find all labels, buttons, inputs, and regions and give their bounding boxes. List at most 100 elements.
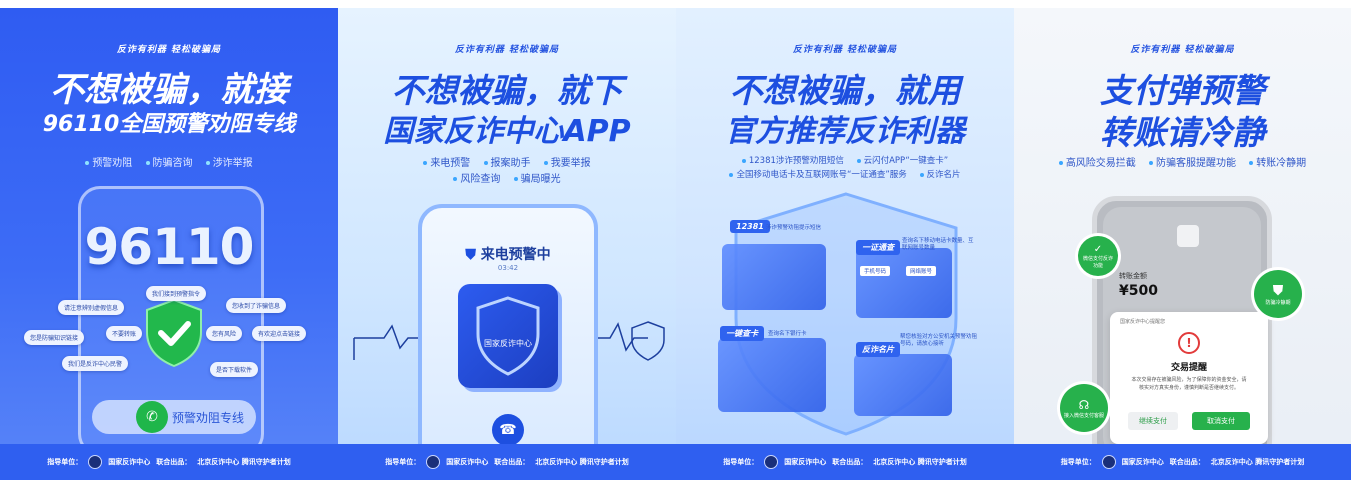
- badge-label: 微信支付反诈功能: [1082, 255, 1113, 269]
- police-emblem-icon: [1101, 455, 1116, 469]
- feature-item: 高风险交易拦截: [1058, 158, 1136, 169]
- net-field: 网络账号: [906, 266, 937, 276]
- footer-joint-orgs: 北京反诈中心 腾讯守护者计划: [873, 458, 967, 466]
- footer-joint-label: 联合出品：: [494, 458, 530, 466]
- chat-bubble: 我们接到预警指令: [146, 286, 207, 301]
- cooldown-badge: ⛊ 防骗冷静期: [1254, 270, 1302, 318]
- badge-label: 接入微信支付客服: [1064, 412, 1105, 419]
- dialog-title: 交易提醒: [1170, 363, 1207, 373]
- hotline-label: 预警劝阻专线: [172, 410, 245, 425]
- police-emblem-icon: [764, 455, 779, 469]
- feature-item: 风险查询: [453, 174, 500, 185]
- continue-pay-button[interactable]: 继续支付: [1128, 412, 1178, 430]
- feature-item: 涉诈举报: [205, 158, 253, 169]
- call-timer: 03:42: [497, 264, 519, 272]
- amount-label: 转账金额: [1119, 272, 1147, 280]
- footer-guide-label: 指导单位：: [1060, 458, 1096, 466]
- feature-item: 云闪付APP“一键查卡”: [856, 156, 948, 166]
- tag-yizheng-note: 查询名下移动电话卡数量、互联网账号数量: [902, 238, 974, 251]
- shield-phone-icon: ⛊: [465, 247, 481, 263]
- headline-line1: 不想被骗，就下: [391, 71, 623, 110]
- footer-guide-org: 国家反诈中心: [108, 458, 151, 466]
- police-emblem-icon: [426, 455, 441, 469]
- cancel-pay-button[interactable]: 取消支付: [1192, 412, 1250, 430]
- feature-list: 12381涉诈预警劝阻短信 云闪付APP“一键查卡”: [676, 154, 1014, 166]
- chat-bubble: 是否下载软件: [210, 362, 259, 377]
- name-card-panel: [854, 354, 952, 416]
- poster-app: 反诈有利器 轻松破骗局 不想被骗，就下 国家反诈中心APP 来电预警 报案助手 …: [338, 8, 676, 480]
- dialog-body: 本次交易存在被骗风险，为了保障你的资金安全，请核实对方真实身份，谨慎判断是否继续…: [1131, 377, 1247, 391]
- footer-guide-org: 国家反诈中心: [446, 458, 489, 466]
- feature-item: 转账冷静期: [1249, 158, 1306, 169]
- headline-line2: 官方推荐反诈利器: [725, 114, 965, 149]
- chat-bubble: 您收到了诈骗信息: [226, 298, 287, 313]
- feature-list: 风险查询 骗局曝光: [338, 170, 676, 185]
- poster-slogan: 反诈有利器 轻松破骗局: [792, 45, 898, 55]
- sms-panel: [722, 244, 826, 310]
- feature-item: 防骗客服提醒功能: [1149, 158, 1236, 169]
- feature-item: 12381涉诈预警劝阻短信: [741, 156, 844, 166]
- footer-joint-label: 联合出品：: [832, 458, 868, 466]
- feature-list: 全国移动电话卡及互联网账号“一证通查”服务 反诈名片: [676, 168, 1014, 180]
- hang-up-button[interactable]: ☎: [492, 414, 524, 446]
- avatar: [1177, 225, 1199, 247]
- tag-12381-note: 涉诈预警劝阻提示短信: [766, 225, 822, 231]
- footer-joint-label: 联合出品：: [1169, 458, 1205, 466]
- tag-mingpian-note: 帮您核验对方公安机关预警劝阻号码，请放心接听: [900, 334, 978, 347]
- footer-joint-orgs: 北京反诈中心 腾讯守护者计划: [197, 458, 291, 466]
- heartbeat-line-icon: [353, 321, 665, 361]
- tag-mingpian: 反诈名片: [856, 342, 900, 357]
- feature-list: 预警劝阻 防骗咨询 涉诈举报: [0, 154, 338, 169]
- tag-12381: 12381: [730, 220, 770, 233]
- transaction-alert-dialog: 国家反诈中心提醒您 ! 交易提醒 本次交易存在被骗风险，为了保障你的资金安全，请…: [1110, 312, 1268, 444]
- headline-line2: 国家反诈中心APP: [383, 114, 631, 149]
- app-card-text: 国家反诈中心: [484, 338, 532, 348]
- shield-check-icon: [146, 298, 202, 368]
- chat-bubble: 我们是反诈中心民警: [62, 356, 129, 371]
- tag-yizheng: 一证通查: [856, 240, 900, 255]
- poster-footer: 指导单位： 国家反诈中心 联合出品： 北京反诈中心 腾讯守护者计划: [338, 444, 676, 480]
- headline-line2: 96110全国预警劝阻专线: [42, 112, 296, 137]
- id-query-panel: [856, 248, 952, 318]
- footer-joint-label: 联合出品：: [156, 458, 192, 466]
- feature-item: 来电预警: [423, 158, 470, 169]
- poster-slogan: 反诈有利器 轻松破骗局: [116, 45, 222, 55]
- footer-guide-org: 国家反诈中心: [784, 458, 827, 466]
- feature-item: 我要举报: [543, 158, 591, 169]
- poster-footer: 指导单位： 国家反诈中心 联合出品： 北京反诈中心 腾讯守护者计划: [676, 444, 1014, 480]
- wechat-pay-icon: ✓: [1093, 243, 1103, 255]
- headline-line1: 不想被骗，就用: [729, 71, 961, 110]
- feature-item: 全国移动电话卡及互联网账号“一证通查”服务: [729, 170, 907, 180]
- headline-line1: 不想被骗，就接: [50, 70, 288, 110]
- call-header-text: 来电预警中: [480, 247, 551, 263]
- feature-list: 来电预警 报案助手 我要举报: [338, 154, 676, 169]
- tag-yijian-note: 查询名下银行卡: [768, 331, 807, 337]
- feature-item: 防骗咨询: [145, 158, 193, 169]
- footer-guide-label: 指导单位：: [385, 458, 421, 466]
- poster-96110: 反诈有利器 轻松破骗局 不想被骗，就接 96110全国预警劝阻专线 预警劝阻 防…: [0, 8, 338, 480]
- card-query-panel: [718, 338, 826, 412]
- footer-guide-label: 指导单位：: [47, 458, 83, 466]
- hotline-number: 96110: [84, 218, 255, 276]
- poster-slogan: 反诈有利器 轻松破骗局: [454, 45, 560, 55]
- footer-joint-orgs: 北京反诈中心 腾讯守护者计划: [1210, 458, 1305, 466]
- chat-bubble: 您有风险: [206, 326, 243, 341]
- phone-call-icon[interactable]: ✆: [136, 401, 168, 433]
- hotline-button[interactable]: 预警劝阻专线: [92, 400, 256, 434]
- footer-joint-orgs: 北京反诈中心 腾讯守护者计划: [535, 458, 629, 466]
- headset-icon: ☊: [1078, 397, 1090, 412]
- warning-icon: !: [1178, 332, 1200, 354]
- call-header: ⛊ 来电预警中: [422, 244, 594, 264]
- chat-bubble: 您是防骗知识链接: [24, 330, 85, 345]
- chat-bubble: 有欢迎点击链接: [252, 326, 307, 341]
- shield-check-icon: ⛊: [1272, 282, 1284, 299]
- police-emblem-icon: [88, 455, 103, 469]
- poster-payment: 反诈有利器 轻松破骗局 支付弹预警 转账请冷静 高风险交易拦截 防骗客服提醒功能…: [1014, 8, 1351, 480]
- feature-item: 报案助手: [483, 158, 531, 169]
- app-icon-card: 国家反诈中心: [458, 284, 558, 388]
- poster-footer: 指导单位： 国家反诈中心 联合出品： 北京反诈中心 腾讯守护者计划: [1014, 444, 1351, 480]
- wechat-pay-badge: ✓ 微信支付反诈功能: [1078, 236, 1118, 276]
- chat-bubble: 不要转账: [106, 326, 143, 341]
- feature-list: 高风险交易拦截 防骗客服提醒功能 转账冷静期: [1014, 154, 1351, 169]
